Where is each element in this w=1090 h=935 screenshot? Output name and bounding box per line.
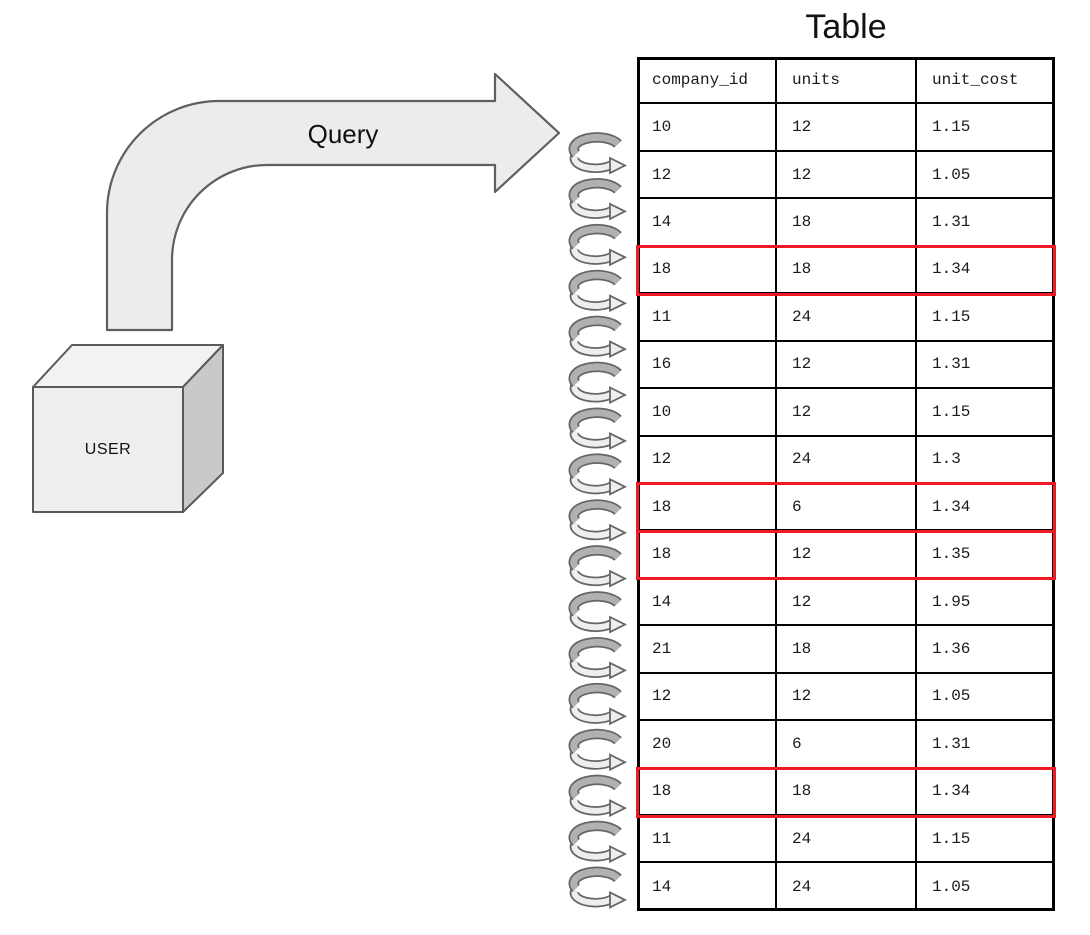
table-cell: 24 — [777, 436, 917, 482]
table-cell: 1.15 — [932, 307, 971, 326]
loop-arrow-icon — [568, 178, 628, 221]
table-cell: 6 — [777, 721, 917, 767]
table-cell: 24 — [777, 816, 917, 862]
table-title: Table — [805, 8, 887, 46]
query-label: Query — [307, 119, 379, 149]
table-cell: 18 — [777, 768, 917, 814]
table-cell: 18 — [777, 246, 917, 293]
table-cell: 18 — [637, 531, 777, 577]
loop-arrow-icon — [568, 315, 628, 359]
loop-arrow-icon — [568, 820, 628, 863]
table-cell: 14 — [637, 199, 777, 245]
table-cell: 1.31 — [932, 734, 971, 753]
loop-arrow-icon — [568, 132, 628, 175]
table-cell: 16 — [637, 341, 777, 388]
table-cell: 18 — [637, 768, 777, 814]
table-cell: 24 — [777, 863, 917, 911]
loop-arrow-icon — [568, 637, 628, 680]
table-cell: 1.15 — [932, 118, 971, 137]
loop-arrow-icon — [568, 499, 628, 542]
table-cell: 1.15 — [932, 402, 971, 421]
table-cell: 10 — [637, 104, 777, 150]
loop-arrow-icon — [568, 591, 628, 634]
loop-arrow-icon — [568, 407, 628, 450]
table-cell: 18 — [637, 246, 777, 293]
table-cell: 24 — [777, 294, 917, 340]
user-cube — [32, 344, 224, 513]
table-cell: 1.34 — [932, 497, 971, 516]
table-cell: 12 — [777, 531, 917, 577]
table-cell: 18 — [777, 626, 917, 672]
table-cell: 1.36 — [932, 639, 971, 658]
table-cell: 14 — [637, 863, 777, 911]
query-arrow-shape — [105, 72, 561, 332]
table-cell: 1.05 — [932, 878, 971, 897]
table-cell: 1.3 — [932, 450, 961, 469]
table-cell: 12 — [637, 673, 777, 720]
table-cell: 12 — [777, 151, 917, 198]
table-cell: 1.05 — [932, 687, 971, 706]
table-cell: 11 — [637, 294, 777, 340]
column-header: units — [777, 57, 917, 103]
loop-arrow-icon — [568, 453, 628, 496]
table-cell: 14 — [637, 578, 777, 625]
table-cell: 18 — [637, 483, 777, 530]
table-cell: 1.31 — [932, 355, 971, 374]
table-cell: 18 — [777, 199, 917, 245]
table-cell: 1.95 — [932, 592, 971, 611]
table-cell: 12 — [777, 673, 917, 720]
table-cell: 1.15 — [932, 829, 971, 848]
table-cell: 1.34 — [932, 782, 971, 801]
table-cell: 11 — [637, 816, 777, 862]
loop-arrow-icon — [568, 682, 628, 726]
loop-arrow-icon — [568, 545, 628, 588]
table-cell: 12 — [637, 151, 777, 198]
table-cell: 1.35 — [932, 545, 971, 564]
table-cell: 1.34 — [932, 260, 971, 279]
table-cell: 12 — [637, 436, 777, 482]
column-header: unit_cost — [932, 70, 1019, 89]
table-cell: 12 — [777, 341, 917, 388]
table-cell: 6 — [777, 483, 917, 530]
loop-arrows — [568, 132, 628, 909]
table-cell: 1.31 — [932, 213, 971, 232]
loop-arrow-icon — [568, 728, 628, 772]
loop-arrow-icon — [568, 361, 628, 404]
loop-arrow-icon — [568, 223, 628, 267]
column-header: company_id — [637, 57, 777, 103]
user-label: USER — [84, 440, 132, 458]
table-cell: 20 — [637, 721, 777, 767]
table-cell: 12 — [777, 104, 917, 150]
loop-arrow-icon — [568, 774, 628, 818]
table-cell: 10 — [637, 389, 777, 435]
table-cell: 1.05 — [932, 165, 971, 184]
table-cell: 12 — [777, 578, 917, 625]
table-cell: 21 — [637, 626, 777, 672]
loop-arrow-icon — [568, 269, 628, 313]
table-cell: 12 — [777, 389, 917, 435]
loop-arrow-icon — [568, 866, 628, 909]
